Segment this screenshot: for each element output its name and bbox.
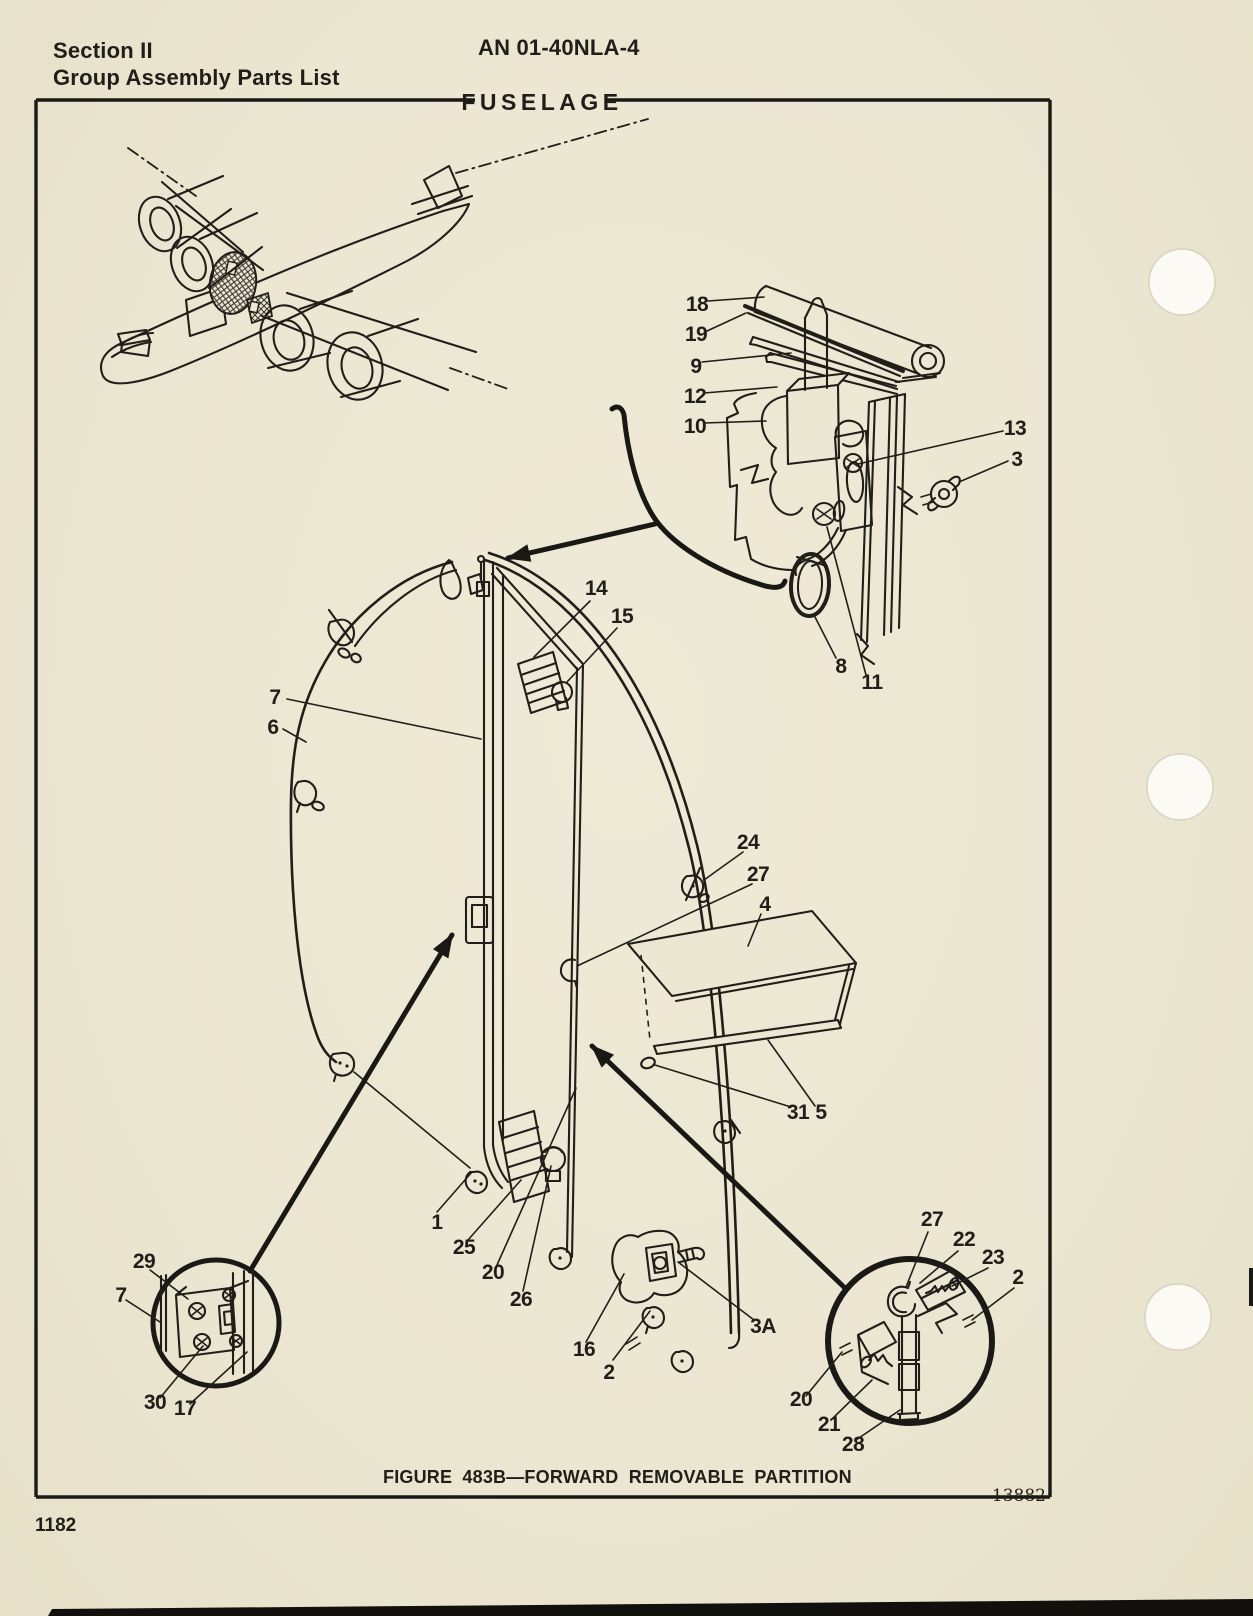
callout: 16 <box>573 1338 595 1361</box>
callout: 31 <box>787 1101 810 1124</box>
datum-line <box>455 118 649 174</box>
print-code: 13882 <box>992 1486 1046 1506</box>
callout: 3 <box>1011 448 1022 471</box>
doc-number: AN 01-40NLA-4 <box>478 35 640 60</box>
hinge-hook-detail: 27 22 23 2 20 21 28 <box>790 1208 1024 1456</box>
detail-arrow <box>247 932 455 1274</box>
screw <box>192 1332 212 1352</box>
snap-fastener <box>641 1306 666 1335</box>
knob-assembly <box>611 1229 706 1304</box>
scan-edge-mark <box>1249 1268 1253 1306</box>
screw <box>221 1287 237 1303</box>
callout: 10 <box>684 415 706 438</box>
callout: 21 <box>818 1413 841 1436</box>
striker-plate <box>464 895 495 945</box>
snap-fastener <box>464 1170 489 1195</box>
arc-clip <box>713 1118 742 1145</box>
screw <box>187 1301 207 1321</box>
arc-clip <box>327 608 362 664</box>
callout: 23 <box>982 1246 1004 1269</box>
callout: 30 <box>144 1391 166 1414</box>
callout: 19 <box>685 323 707 346</box>
channel-member <box>626 909 858 1056</box>
callout: 27 <box>747 863 769 886</box>
detail-arrow <box>505 521 658 562</box>
snap-fastener <box>670 1350 695 1374</box>
section-title: Section II <box>53 38 153 63</box>
leader-lines <box>125 1269 248 1405</box>
leader-lines <box>282 600 816 1361</box>
page-header: Section II Group Assembly Parts List AN … <box>53 35 640 90</box>
figure-box-border <box>34 98 1052 1499</box>
callout: 6 <box>267 716 278 739</box>
callout: 24 <box>737 831 760 854</box>
partition-location-shading <box>208 251 274 325</box>
page-number: 1182 <box>35 1515 76 1536</box>
figure-caption: FIGURE 483B—FORWARD REMOVABLE PARTITION <box>383 1467 852 1487</box>
lower-vent <box>497 1109 551 1204</box>
callout: 7 <box>269 686 280 709</box>
section-subtitle: Group Assembly Parts List <box>53 65 340 90</box>
callout: 18 <box>686 293 709 316</box>
screw <box>860 1352 894 1369</box>
aircraft-locator <box>100 118 649 401</box>
callout: 15 <box>611 605 634 628</box>
callout: 20 <box>482 1261 504 1284</box>
callout: 20 <box>790 1388 812 1411</box>
scan-edge-bottom <box>48 1599 1253 1616</box>
latch-detail-view: 18 19 9 12 10 13 3 8 11 <box>684 284 1027 694</box>
callout: 3A <box>750 1315 776 1338</box>
detail-pointers <box>247 404 849 1292</box>
leader-lines <box>805 1231 1015 1441</box>
screw <box>811 500 846 527</box>
figure-box-title: FUSELAGE <box>461 89 622 115</box>
snap-fastener <box>548 1247 573 1271</box>
punch-holes <box>1144 248 1216 1351</box>
callout: 7 <box>115 1284 126 1307</box>
datum-line <box>449 367 509 390</box>
callout: 29 <box>133 1250 155 1273</box>
callout: 25 <box>453 1236 476 1259</box>
callout: 28 <box>842 1433 865 1456</box>
callout: 5 <box>815 1101 827 1124</box>
callout: 2 <box>603 1361 614 1384</box>
callout: 4 <box>759 893 771 916</box>
screw <box>228 1333 244 1349</box>
punch-hole <box>1144 1283 1212 1351</box>
latch-plate-detail: 29 7 30 17 <box>115 1250 282 1420</box>
punch-hole <box>1146 753 1214 821</box>
partition-main-view: 14 15 7 6 24 27 4 31 5 1 25 20 26 16 2 3… <box>267 551 858 1384</box>
callout: 1 <box>431 1211 443 1234</box>
callout: 11 <box>861 671 883 694</box>
callout: 22 <box>953 1228 975 1251</box>
vent-button <box>550 680 574 712</box>
figure-box: FUSELAGE <box>34 89 1052 1499</box>
arc-end-snap <box>328 1051 356 1083</box>
datum-line <box>127 147 197 197</box>
callout: 9 <box>690 355 701 378</box>
callout: 17 <box>174 1397 196 1420</box>
leader-lines <box>701 296 1009 676</box>
vent-knob <box>539 1145 567 1183</box>
detail-arrow <box>589 1043 849 1292</box>
arc-clip <box>680 866 710 903</box>
callout: 14 <box>585 577 608 600</box>
punch-hole <box>1148 248 1216 316</box>
callout: 12 <box>684 385 706 408</box>
callout: 2 <box>1012 1266 1023 1289</box>
callout: 26 <box>510 1288 532 1311</box>
hook-fastener <box>559 958 579 990</box>
pull-ring <box>788 552 832 618</box>
grommet <box>640 1056 656 1070</box>
detail-bracket <box>609 404 788 590</box>
callout: 8 <box>835 655 847 678</box>
callout: 27 <box>921 1208 943 1231</box>
arc-clip <box>293 779 325 814</box>
callout: 13 <box>1004 417 1026 440</box>
wing-nut <box>927 475 961 512</box>
